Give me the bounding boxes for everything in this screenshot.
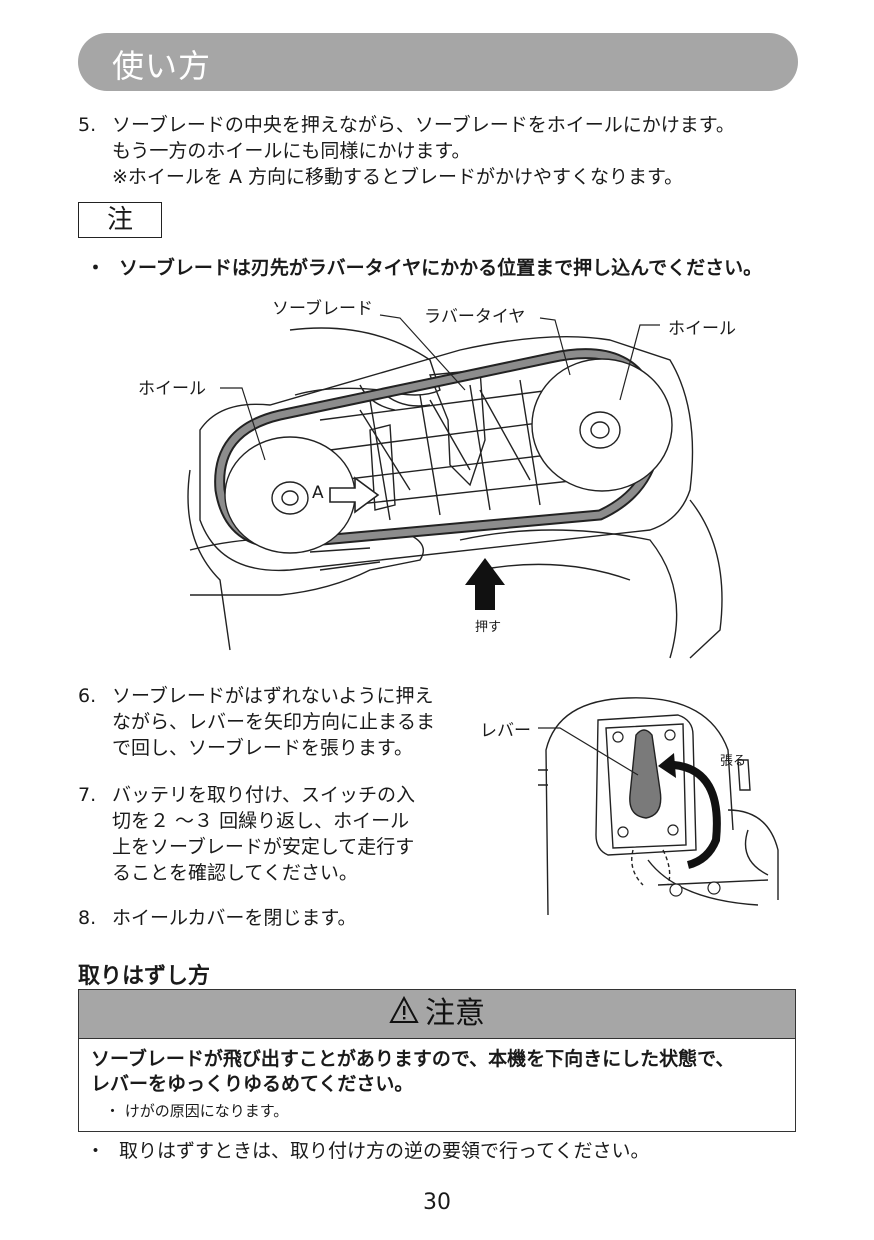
step-text-line: ながら、レバーを矢印方向に止まるま <box>112 711 436 733</box>
callout-tension: 張る <box>720 754 747 769</box>
caution-text-line: ソーブレードが飛び出すことがありますので、本機を下向きにした状態で、 <box>91 1048 735 1070</box>
warning-triangle-icon <box>389 991 419 1039</box>
step-text-line: ることを確認してください。 <box>112 862 358 884</box>
caution-body: ソーブレードが飛び出すことがありますので、本機を下向きにした状態で、 レバーをゆ… <box>79 1039 795 1124</box>
caution-box: 注意 ソーブレードが飛び出すことがありますので、本機を下向きにした状態で、 レバ… <box>78 989 796 1132</box>
callout-direction-a: A <box>312 483 324 503</box>
step-text-line: ソーブレードの中央を押えながら、ソーブレードをホイールにかけます。 <box>112 114 735 136</box>
step-6: 6. ソーブレードがはずれないように押え ながら、レバーを矢印方向に止まるま で… <box>78 683 478 763</box>
callout-saw-blade: ソーブレード <box>270 294 375 319</box>
step-text-line: 上をソーブレードが安定して走行す <box>112 836 415 858</box>
step-number: 5. <box>78 114 97 136</box>
step-number: 6. <box>78 685 97 707</box>
step-text-line: ホイールカバーを閉じます。 <box>112 907 357 929</box>
callout-lever: レバー <box>478 716 533 741</box>
note-bullet: ・ソーブレードは刃先がラバータイヤにかかる位置まで押し込んでください。 <box>86 253 762 280</box>
note-label: 注 <box>106 205 133 235</box>
removal-bullet-text: 取りはずすときは、取り付け方の逆の要領で行ってください。 <box>119 1140 650 1162</box>
step-5: 5. ソーブレードの中央を押えながら、ソーブレードをホイールにかけます。 もう一… <box>78 112 818 192</box>
note-label-box: 注 <box>78 202 162 238</box>
lever-figure: レバー 張る <box>478 690 798 920</box>
bullet-mark: ・ <box>86 257 106 279</box>
step-7: 7. バッテリを取り付け、スイッチの入 切を２ ～３ 回繰り返し、ホイール 上を… <box>78 782 478 892</box>
section-header-bar: 使い方 <box>78 33 798 91</box>
removal-bullet: ・取りはずすときは、取り付け方の逆の要領で行ってください。 <box>86 1136 650 1163</box>
step-text-line: ※ホイールを A 方向に移動するとブレードがかけやすくなります。 <box>112 166 684 188</box>
removal-heading: 取りはずし方 <box>78 964 211 989</box>
section-title: 使い方 <box>112 47 212 85</box>
lever-illustration <box>538 697 779 916</box>
caution-text-line: レバーをゆっくりゆるめてください。 <box>91 1073 414 1095</box>
caution-header: 注意 <box>79 990 795 1039</box>
step-text-line: もう一方のホイールにも同様にかけます。 <box>112 140 471 162</box>
step-text-line: ソーブレードがはずれないように押え <box>112 685 434 707</box>
callout-wheel-left: ホイール <box>136 374 208 399</box>
step-number: 7. <box>78 784 97 806</box>
callout-rubber-tire: ラバータイヤ <box>422 302 528 327</box>
step-text-line: で回し、ソーブレードを張ります。 <box>112 737 413 759</box>
blade-installation-illustration <box>187 314 723 659</box>
blade-installation-figure: ソーブレード ラバータイヤ ホイール ホイール A 押す <box>130 290 770 660</box>
step-8: 8. ホイールカバーを閉じます。 <box>78 905 478 935</box>
step-text-line: バッテリを取り付け、スイッチの入 <box>112 784 416 806</box>
callout-wheel-right: ホイール <box>666 314 738 339</box>
callout-push: 押す <box>473 616 504 635</box>
step-text-line: 切を２ ～３ 回繰り返し、ホイール <box>112 810 410 832</box>
note-text: ソーブレードは刃先がラバータイヤにかかる位置まで押し込んでください。 <box>119 257 763 279</box>
bullet-mark: ・ <box>86 1140 106 1162</box>
caution-title: 注意 <box>425 996 485 1031</box>
caution-subnote: ・ けがの原因になります。 <box>105 1102 289 1120</box>
step-number: 8. <box>78 907 97 929</box>
page-number: 30 <box>423 1190 451 1215</box>
